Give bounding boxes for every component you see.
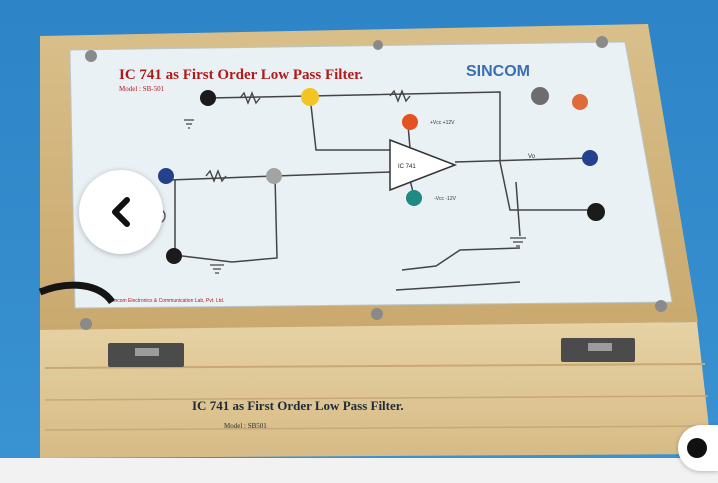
filled-circle-icon: [687, 438, 707, 458]
brand-logo: SINCOM: [466, 63, 530, 80]
front-title: IC 741 as First Order Low Pass Filter.: [192, 398, 404, 413]
power-led: [572, 94, 588, 110]
terminal-grey: [266, 168, 282, 184]
terminal-black: [587, 203, 605, 221]
terminal-black: [200, 90, 216, 106]
terminal-black: [166, 248, 182, 264]
box-front-face: [40, 322, 712, 458]
footer-company: Sincom Electronics & Communication Lab, …: [110, 298, 224, 304]
terminal-teal: [406, 190, 422, 206]
next-image-button[interactable]: [678, 425, 718, 471]
plus-supply-label: +Vcc +12V: [430, 120, 455, 126]
front-model: Model : SB501: [224, 422, 267, 430]
ic-label: IC 741: [398, 164, 416, 170]
cable: [38, 281, 115, 305]
terminal-blue: [158, 168, 174, 184]
previous-image-button[interactable]: [79, 170, 163, 254]
opamp-symbol: [389, 138, 458, 192]
terminal-blue: [582, 150, 598, 166]
power-switch: [531, 87, 549, 105]
panel-model: Model : SB-501: [119, 85, 165, 93]
minus-supply-label: -Vcc -12V: [434, 196, 457, 202]
terminal-red: [402, 114, 418, 130]
panel-title: IC 741 as First Order Low Pass Filter.: [119, 67, 363, 83]
circuit-wires: [169, 91, 593, 291]
terminal-yellow: [301, 88, 319, 106]
output-label: Vo: [528, 154, 536, 160]
chevron-left-icon: [112, 197, 130, 227]
